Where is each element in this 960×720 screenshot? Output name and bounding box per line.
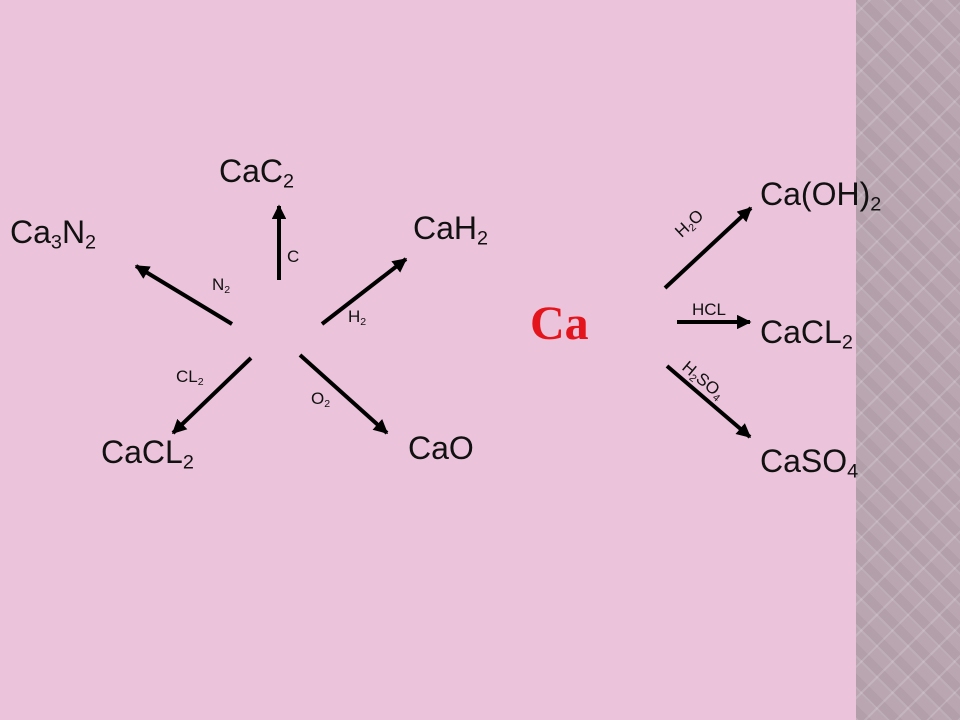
reagent-cl2: CL2 bbox=[176, 367, 204, 388]
reagent-n2: N2 bbox=[212, 275, 231, 296]
center-element-ca: Ca bbox=[530, 297, 589, 350]
product-caoh2: Ca(OH)2 bbox=[760, 176, 882, 216]
reagent-c: C bbox=[287, 247, 300, 266]
product-cah2: CaH2 bbox=[413, 210, 489, 250]
arrow-to-caso4 bbox=[665, 364, 752, 439]
reagent-hcl: HCL bbox=[692, 300, 727, 319]
reagent-o2: O2 bbox=[311, 389, 331, 410]
arrow-to-cah2 bbox=[320, 257, 408, 326]
product-cao: CaO bbox=[408, 430, 474, 466]
product-cacl2-left: CaCL2 bbox=[101, 434, 194, 474]
product-ca3n2: Ca3N2 bbox=[10, 214, 97, 254]
product-cac2: CaC2 bbox=[219, 153, 295, 193]
product-cacl2-right: CaCL2 bbox=[760, 314, 853, 354]
decorative-side-band bbox=[856, 0, 960, 720]
arrow-to-cacl2-left bbox=[171, 356, 253, 435]
product-caso4: CaSO4 bbox=[760, 443, 859, 483]
arrow-to-cao bbox=[298, 353, 389, 435]
arrow-to-ca3n2 bbox=[134, 264, 234, 326]
reagent-h2: H2 bbox=[348, 307, 367, 328]
arrow-to-caoh2 bbox=[663, 206, 753, 290]
